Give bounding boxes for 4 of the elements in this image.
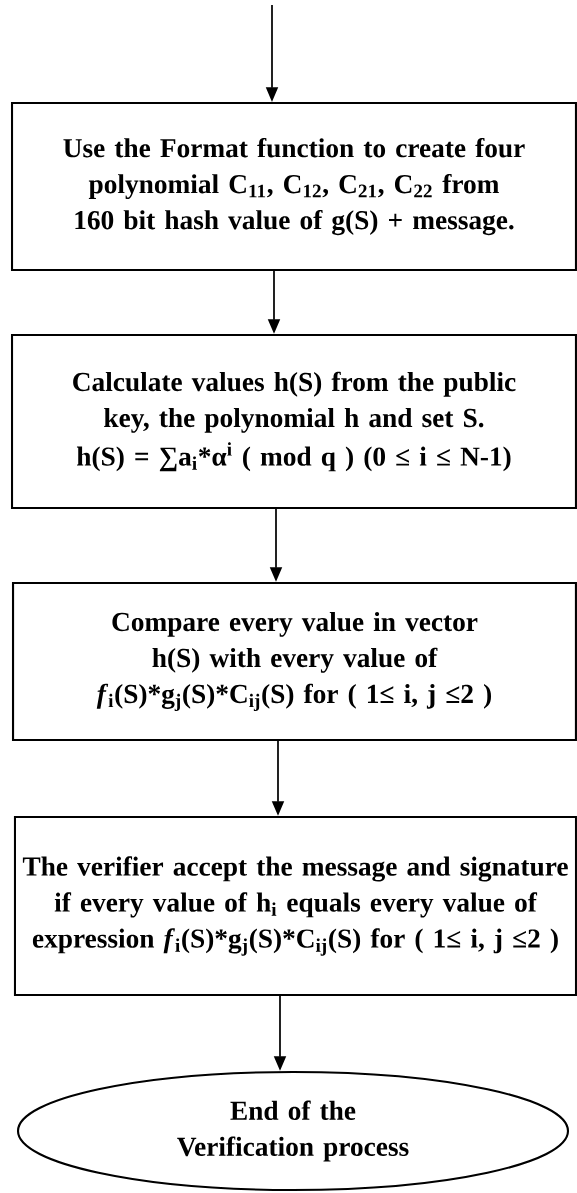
process-box: The verifier accept the message and signature if every value of h$_{i}$ equals every value of expression f$_{i}$(S)*g$_{j}$(S)*C$_{ij}$(S) for ( 1≤ i, j ≤2 ) xyxy=(13,815,577,997)
process-box: Use the Format function to create four polynomial C$_{11}$, C$_{12}$, C$_{21}$, C$_{22}$ from 160 bit hash value of g(S) + message. xyxy=(10,102,577,272)
process-box: Calculate values h(S) from the public key, the polynomial h and set S. h(S) = ∑a$_{i}$*α$^{i}$ ( mod q ) (0 ≤ i ≤ N-1) xyxy=(10,333,577,510)
process-box: Compare every value in vector h(S) with every value of f$_{i}$(S)*g$_{j}$(S)*C$_{ij}$(S) for ( 1≤ i, j ≤2 ) xyxy=(11,581,577,742)
